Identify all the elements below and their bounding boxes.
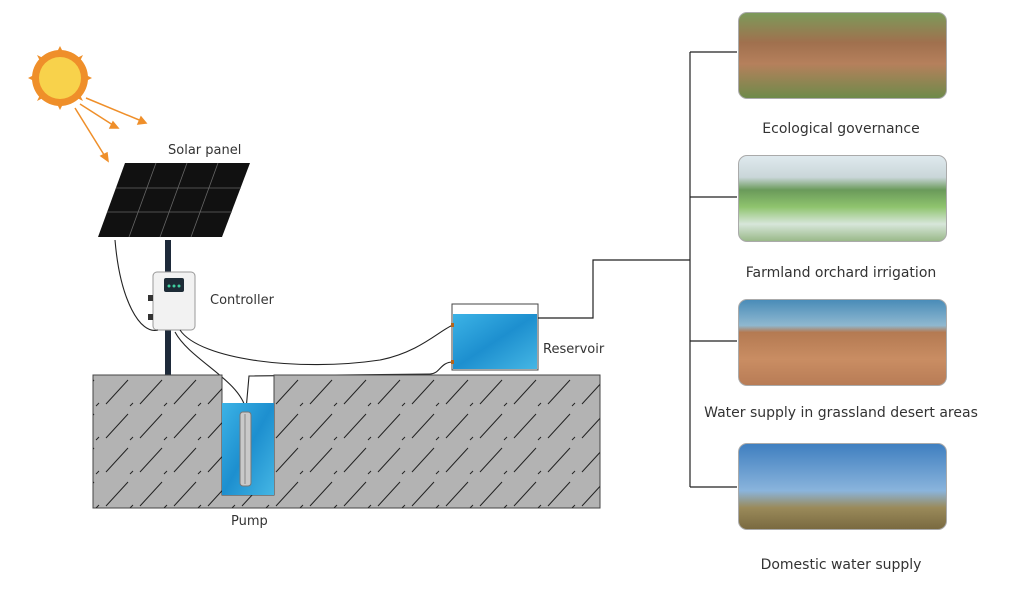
domestic-water-photo: [738, 443, 947, 530]
ecological-governance-photo: [738, 12, 947, 99]
reservoir-tank: [451, 303, 539, 371]
sun-ray-arrows: [74, 97, 148, 163]
grassland-desert-label: Water supply in grassland desert areas: [704, 405, 978, 421]
ground: [92, 374, 601, 509]
pump-device: [239, 411, 252, 487]
reservoir-label: Reservoir: [543, 342, 605, 357]
farmland-irrigation-label: Farmland orchard irrigation: [745, 265, 937, 281]
sun-icon: [28, 46, 92, 110]
farmland-irrigation-photo: [738, 155, 947, 242]
pump-label: Pump: [231, 514, 268, 529]
ecological-governance-label: Ecological governance: [762, 121, 920, 137]
domestic-water-label: Domestic water supply: [760, 557, 922, 573]
grassland-desert-photo: [738, 299, 947, 386]
cables: [114, 239, 454, 411]
distribution-lines: [538, 51, 737, 488]
controller-device: [148, 271, 196, 331]
solar-panel-label: Solar panel: [168, 143, 242, 158]
controller-label: Controller: [210, 293, 274, 308]
solar-panel: [98, 162, 250, 238]
